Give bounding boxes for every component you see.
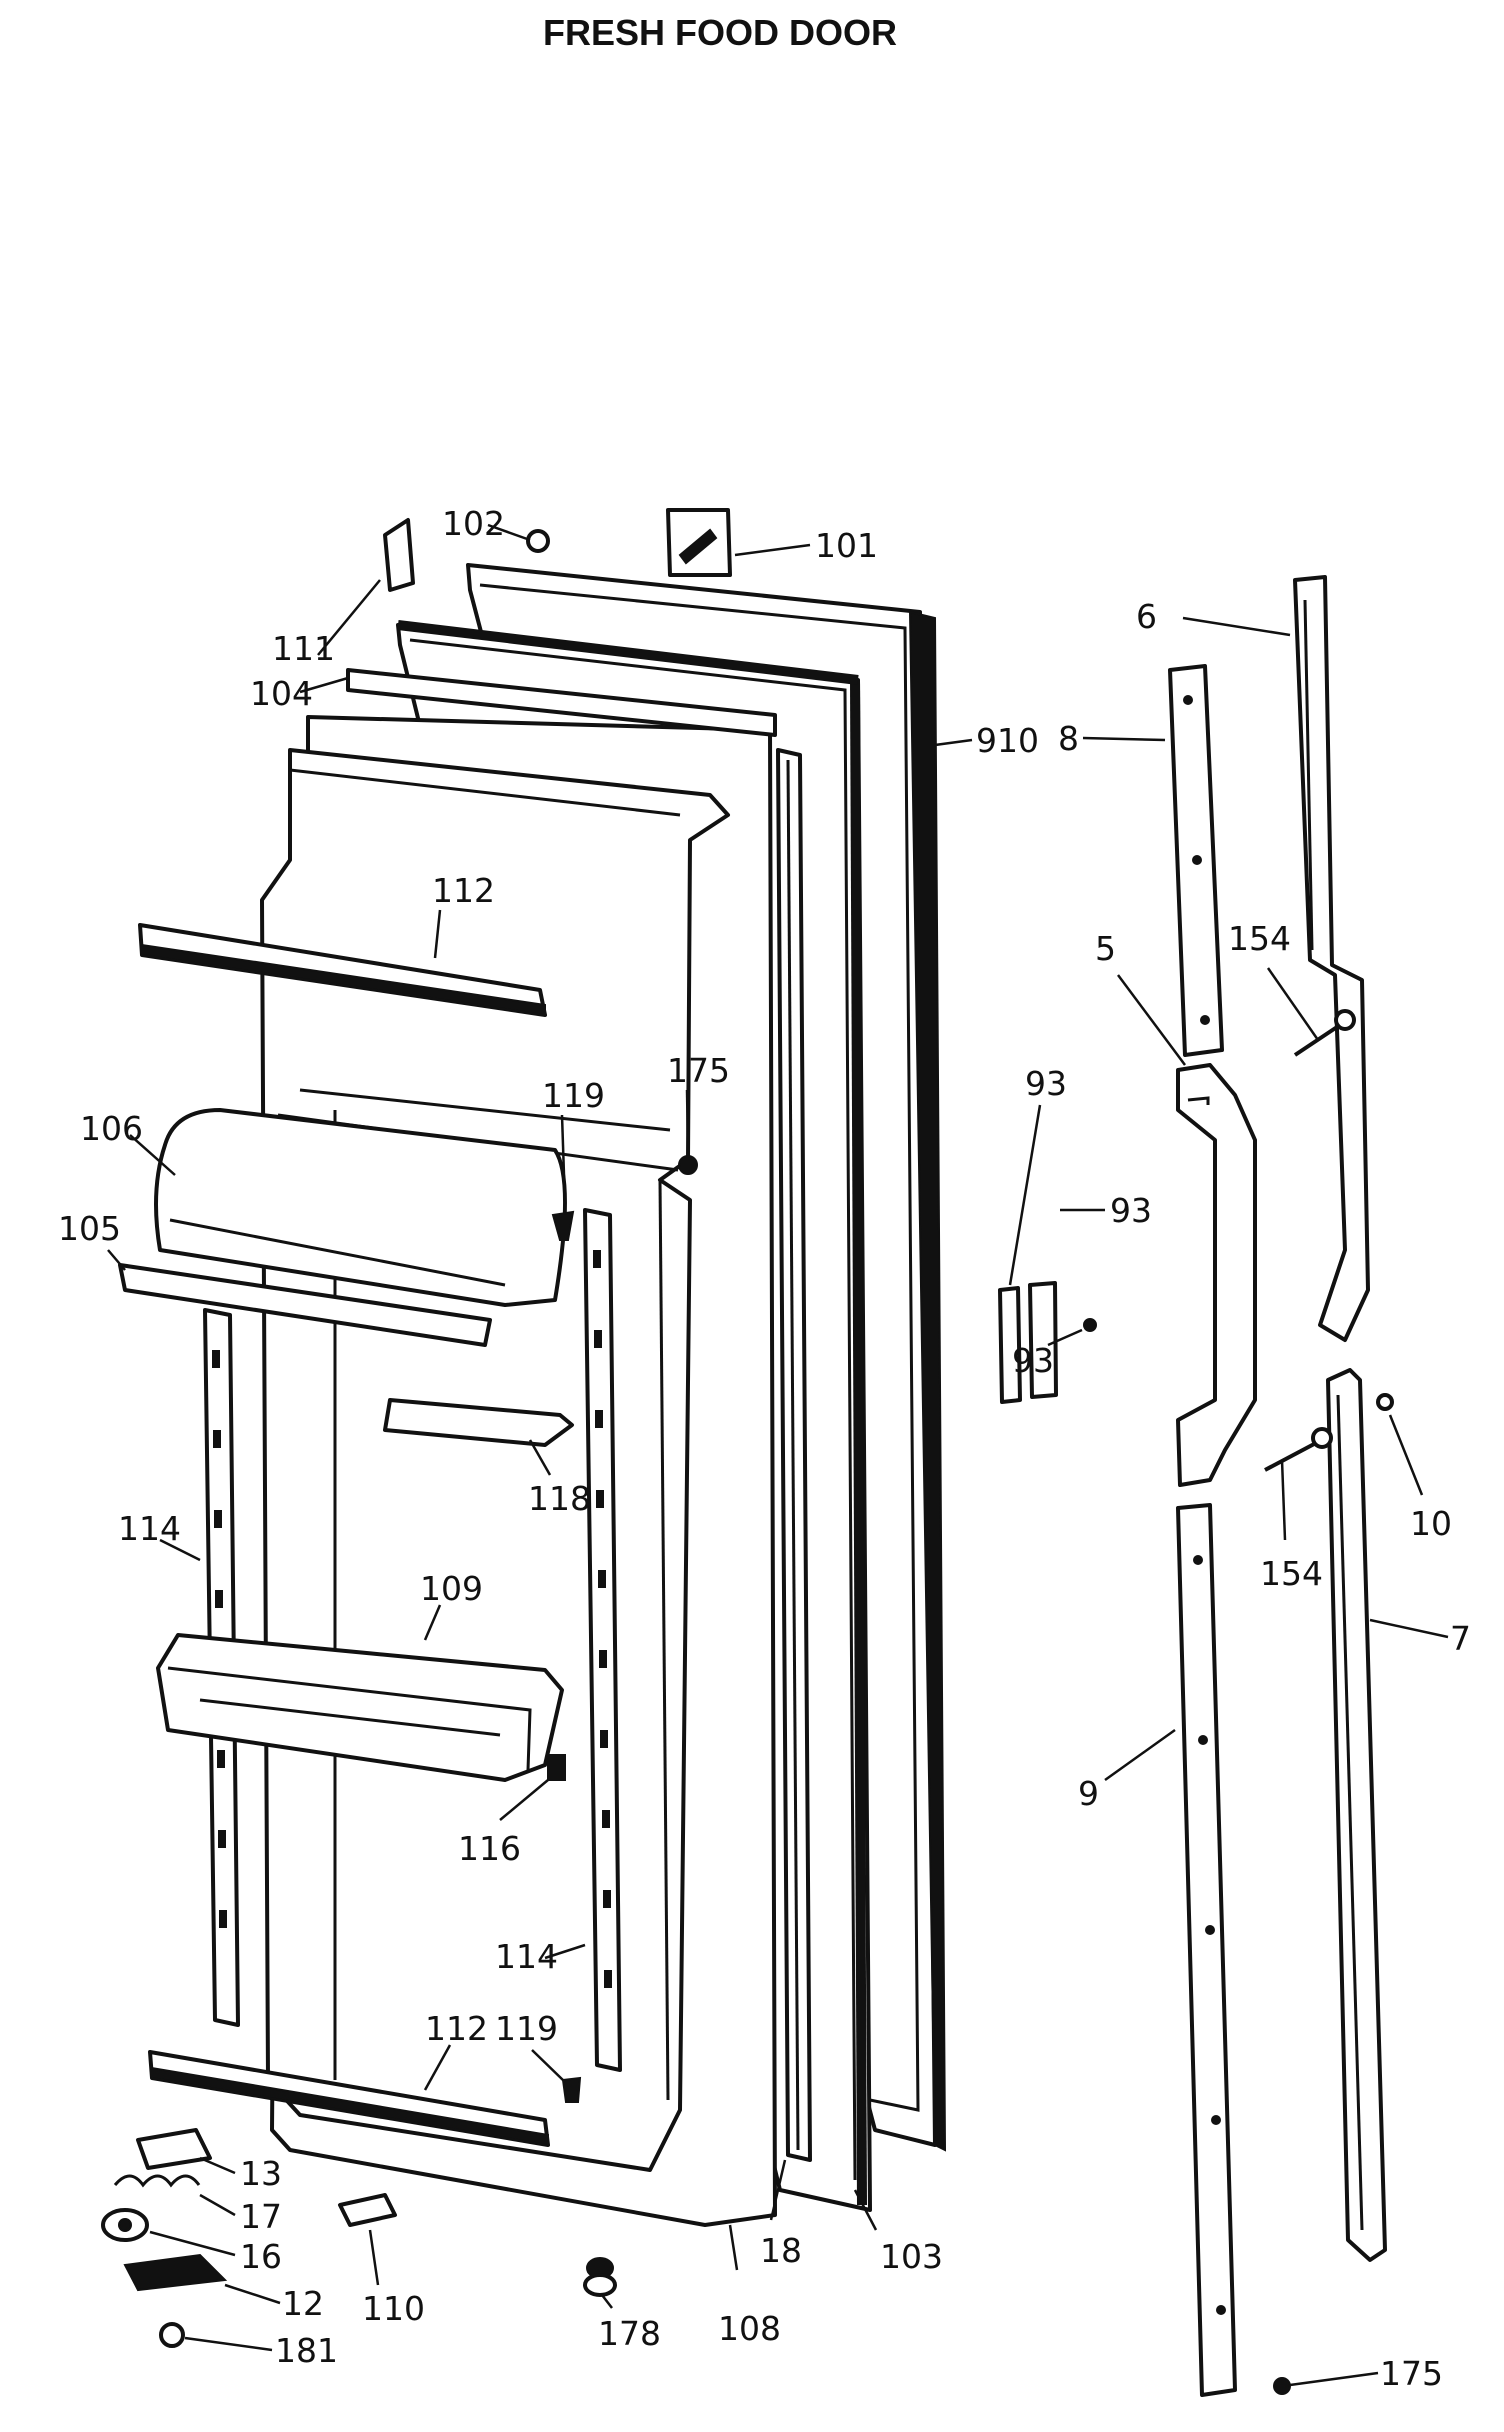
callout-101: 101 [815, 526, 878, 565]
handle-mounting-block [666, 508, 732, 577]
door-bin [156, 1633, 564, 1782]
shelf-support-right [583, 1208, 622, 2072]
callout-8: 8 [1058, 719, 1079, 758]
callout-labels: 101 102 111 104 910 6 8 5 154 112 175 11… [58, 504, 1471, 2393]
callout-112-upper: 112 [432, 871, 495, 910]
handle-trim-lower-7 [1326, 1368, 1387, 2262]
callout-178: 178 [598, 2314, 661, 2353]
callout-154-lower: 154 [1260, 1554, 1323, 1593]
callout-7: 7 [1450, 1619, 1471, 1658]
callout-175-lower: 175 [1380, 2354, 1443, 2393]
callout-116: 116 [458, 1829, 521, 1868]
top-door-shelf [138, 923, 547, 1017]
hinge-cam-16 [101, 2208, 149, 2242]
hinge-plate-13 [136, 2128, 212, 2170]
handle-5 [1176, 1063, 1257, 1487]
handle-screw-154-lower [1264, 1427, 1333, 1472]
bin-stud-116 [547, 1754, 566, 1781]
bin-stud-119-lower [561, 2076, 582, 2103]
callout-114-right: 114 [495, 1937, 558, 1976]
handle-trim-lower-9 [1176, 1503, 1237, 2397]
shelf-stud-175-door [678, 1155, 698, 1175]
screw-102 [526, 529, 550, 553]
bushing-178 [583, 2257, 617, 2297]
callout-102: 102 [442, 504, 505, 543]
callout-103: 103 [880, 2237, 943, 2276]
door-breaker-strip [776, 748, 812, 2162]
callout-9: 9 [1078, 1774, 1099, 1813]
callout-17: 17 [240, 2197, 282, 2236]
callout-106: 106 [80, 1109, 143, 1148]
callout-104: 104 [250, 674, 313, 713]
callout-910: 910 [976, 721, 1039, 760]
screw-10 [1376, 1393, 1394, 1411]
callout-119-upper: 119 [542, 1076, 605, 1115]
door-liner [260, 715, 777, 2227]
callout-10: 10 [1410, 1504, 1452, 1543]
callout-181: 181 [275, 2331, 338, 2370]
top-retainer-strip [346, 668, 777, 737]
callout-108: 108 [718, 2309, 781, 2348]
bin-stud-119-upper [551, 1210, 575, 1241]
callout-154-upper: 154 [1228, 919, 1291, 958]
callout-6: 6 [1136, 597, 1157, 636]
screw-181 [159, 2322, 185, 2348]
callout-109: 109 [420, 1569, 483, 1608]
callout-18: 18 [760, 2231, 802, 2270]
top-hinge-cap [383, 518, 415, 592]
callout-12: 12 [282, 2284, 324, 2323]
callout-114-left: 114 [118, 1509, 181, 1548]
callout-13: 13 [240, 2154, 282, 2193]
callout-93-upper: 93 [1025, 1064, 1067, 1103]
callout-110: 110 [362, 2289, 425, 2328]
mounting-plate-93 [998, 1281, 1097, 1404]
leader-lines [107, 523, 1449, 2387]
bottom-door-shelf [148, 2050, 550, 2147]
callout-93-lower: 93 [1012, 1341, 1054, 1380]
handle-trim-upper-6 [1293, 575, 1370, 1342]
butter-bin [383, 1398, 574, 1447]
callout-105: 105 [58, 1209, 121, 1248]
callout-118: 118 [528, 1479, 591, 1518]
hinge-spring-17 [113, 2174, 201, 2188]
screw-175-lower [1273, 2377, 1291, 2395]
diagram-title: FRESH FOOD DOOR [543, 12, 897, 53]
handle-trim-upper-8 [1168, 664, 1224, 1057]
callout-16: 16 [240, 2237, 282, 2276]
callout-111: 111 [272, 629, 335, 668]
callout-93-right: 93 [1110, 1191, 1152, 1230]
callout-5: 5 [1095, 929, 1116, 968]
hinge-12 [123, 2253, 228, 2292]
callout-112-lower: 112 [425, 2009, 488, 2048]
callout-175-door: 175 [667, 1051, 730, 1090]
door-stop-110 [338, 2193, 397, 2227]
callout-119-lower: 119 [495, 2009, 558, 2048]
